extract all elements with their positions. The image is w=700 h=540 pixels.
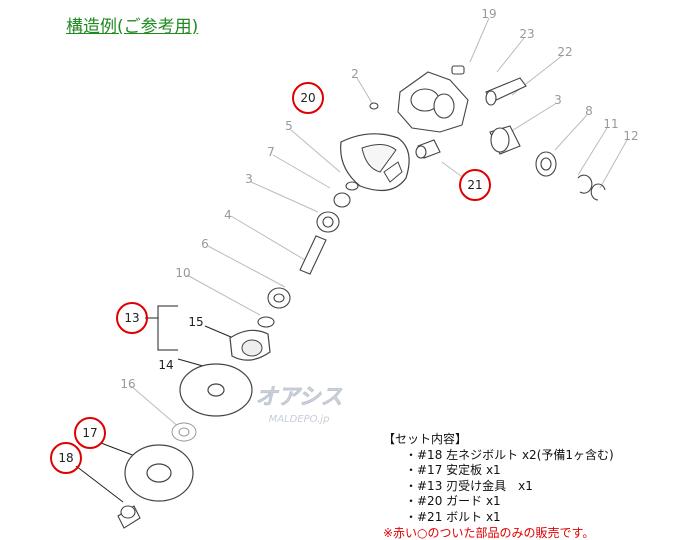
set-item-18: ・#18 左ネジボルト x2(予備1ヶ含む): [405, 447, 614, 462]
part-label-23: 23: [519, 27, 534, 41]
highlight-circle-17: [74, 417, 106, 449]
blade-holder-part-13: [229, 329, 271, 361]
gear-head-assembly: [369, 65, 527, 133]
part-label-10: 10: [175, 266, 190, 280]
part-label-20: 20: [300, 91, 315, 105]
set-item-21: ・#21 ボルト x1: [405, 509, 501, 524]
part-label-2: 2: [351, 67, 359, 81]
washer-part-16: [171, 422, 197, 442]
plate-part-14: [179, 363, 253, 417]
highlight-circle-13: [116, 302, 148, 334]
black-part-labels: 20 21 13 15 14 17 18: [58, 91, 482, 465]
part-label-6: 6: [201, 237, 209, 251]
part-label-21: 21: [467, 178, 482, 192]
part-label-19: 19: [481, 7, 496, 21]
part-label-14: 14: [158, 358, 173, 372]
sales-note: ※赤い○のついた部品のみの販売です。: [383, 525, 595, 540]
part-label-18: 18: [58, 451, 73, 465]
bolt-part-21: [415, 139, 441, 159]
set-item-17: ・#17 安定板 x1: [405, 463, 501, 478]
highlight-circle-21: [459, 169, 491, 201]
diagram-title: 構造例(ご参考用): [66, 17, 199, 37]
set-item-13: ・#13 刃受け金具 x1: [405, 478, 533, 493]
set-contents-heading: 【セット内容】: [383, 432, 468, 446]
part-label-12: 12: [623, 129, 638, 143]
set-item-20: ・#20 ガード x1: [405, 494, 501, 509]
shaft-stack: [257, 181, 359, 328]
part-label-15: 15: [188, 315, 203, 329]
set-contents-note: 【セット内容】 ・#18 左ネジボルト x2(予備1ヶ含む) ・#17 安定板 …: [383, 432, 614, 540]
part-label-17: 17: [82, 426, 97, 440]
part-label-4: 4: [224, 208, 232, 222]
part-label-16: 16: [120, 377, 135, 391]
part-label-22: 22: [557, 45, 572, 59]
part-label-3a: 3: [554, 93, 562, 107]
leader-lines: [130, 17, 628, 429]
part-label-8: 8: [585, 104, 593, 118]
highlight-circle-18: [50, 442, 82, 474]
output-shaft-parts: [489, 125, 606, 201]
highlight-circle-20: [292, 82, 324, 114]
part-label-3b: 3: [245, 172, 253, 186]
part-label-11: 11: [603, 117, 618, 131]
part-label-7: 7: [267, 145, 275, 159]
highlight-circles: [50, 82, 491, 474]
left-screw-bolt-part-18: [117, 505, 141, 529]
stabilizer-plate-part-17: [124, 444, 194, 502]
guard-part-20: [340, 133, 410, 192]
part-label-5: 5: [285, 119, 293, 133]
part-label-13: 13: [124, 311, 139, 325]
gray-part-labels: 19 23 22 2 3 8 11 12 5 7 3 4 6 10 16: [120, 7, 638, 391]
